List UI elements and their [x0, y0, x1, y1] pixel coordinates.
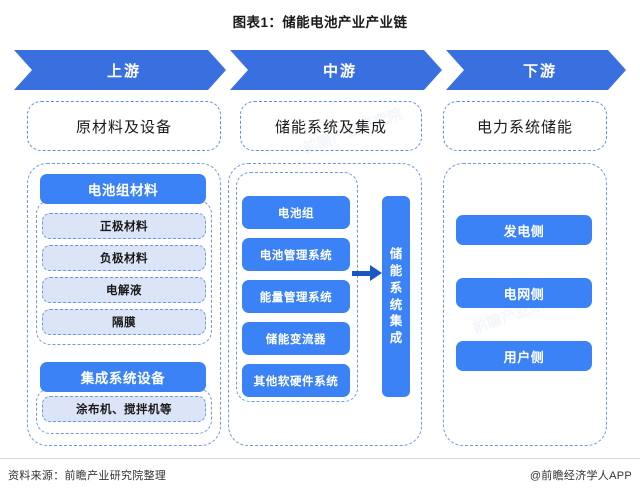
stage-label-downstream: 下游	[522, 62, 557, 80]
credit-text: @前瞻经济学人APP	[529, 470, 632, 482]
flow-arrow-icon	[352, 265, 382, 281]
list-item-pcs-converter[interactable]: 储能变流器	[242, 322, 350, 355]
stage-label-upstream: 上游	[106, 62, 141, 80]
list-item-user-side[interactable]: 用户侧	[456, 341, 592, 371]
list-item-cathode-material[interactable]: 正极材料	[42, 213, 206, 239]
list-item-separator[interactable]: 隔膜	[42, 309, 206, 335]
integration-char: 系	[389, 280, 403, 295]
integration-char: 统	[389, 297, 403, 312]
list-item-anode-material[interactable]: 负极材料	[42, 245, 206, 271]
group-title-integration-equipment[interactable]: 集成系统设备	[40, 362, 206, 392]
list-item-grid-side[interactable]: 电网侧	[456, 278, 592, 308]
integration-char: 能	[389, 263, 403, 278]
list-item-battery-management[interactable]: 电池管理系统	[242, 238, 350, 271]
list-item-generation-side[interactable]: 发电侧	[456, 215, 592, 245]
page-title: 图表1：储能电池产业产业链	[232, 15, 408, 30]
integration-bar[interactable]: 储 能 系 统 集 成	[382, 196, 410, 397]
stage-chevron-midstream[interactable]: 中游	[230, 50, 442, 90]
list-item-battery-pack[interactable]: 电池组	[242, 196, 350, 229]
source-text: 资料来源：前瞻产业研究院整理	[8, 470, 167, 482]
footer-divider	[0, 458, 640, 459]
list-item-energy-management[interactable]: 能量管理系统	[242, 280, 350, 313]
group-title-battery-materials[interactable]: 电池组材料	[40, 174, 206, 204]
column-header-upstream: 原材料及设备	[27, 101, 221, 151]
list-item-electrolyte[interactable]: 电解液	[42, 277, 206, 303]
column-header-downstream: 电力系统储能	[443, 101, 607, 151]
list-item-other-hw-sw[interactable]: 其他软硬件系统	[242, 364, 350, 397]
column-header-midstream: 储能系统及集成	[240, 101, 422, 151]
integration-char: 集	[389, 314, 403, 329]
list-item-coater-mixer[interactable]: 涂布机、搅拌机等	[42, 396, 206, 422]
integration-char: 储	[389, 246, 403, 261]
stage-chevron-upstream[interactable]: 上游	[14, 50, 226, 90]
integration-char: 成	[389, 331, 403, 346]
stage-label-midstream: 中游	[322, 62, 357, 80]
stage-chevron-downstream[interactable]: 下游	[446, 50, 626, 90]
stage-banner: 上游 中游 下游	[14, 50, 626, 90]
